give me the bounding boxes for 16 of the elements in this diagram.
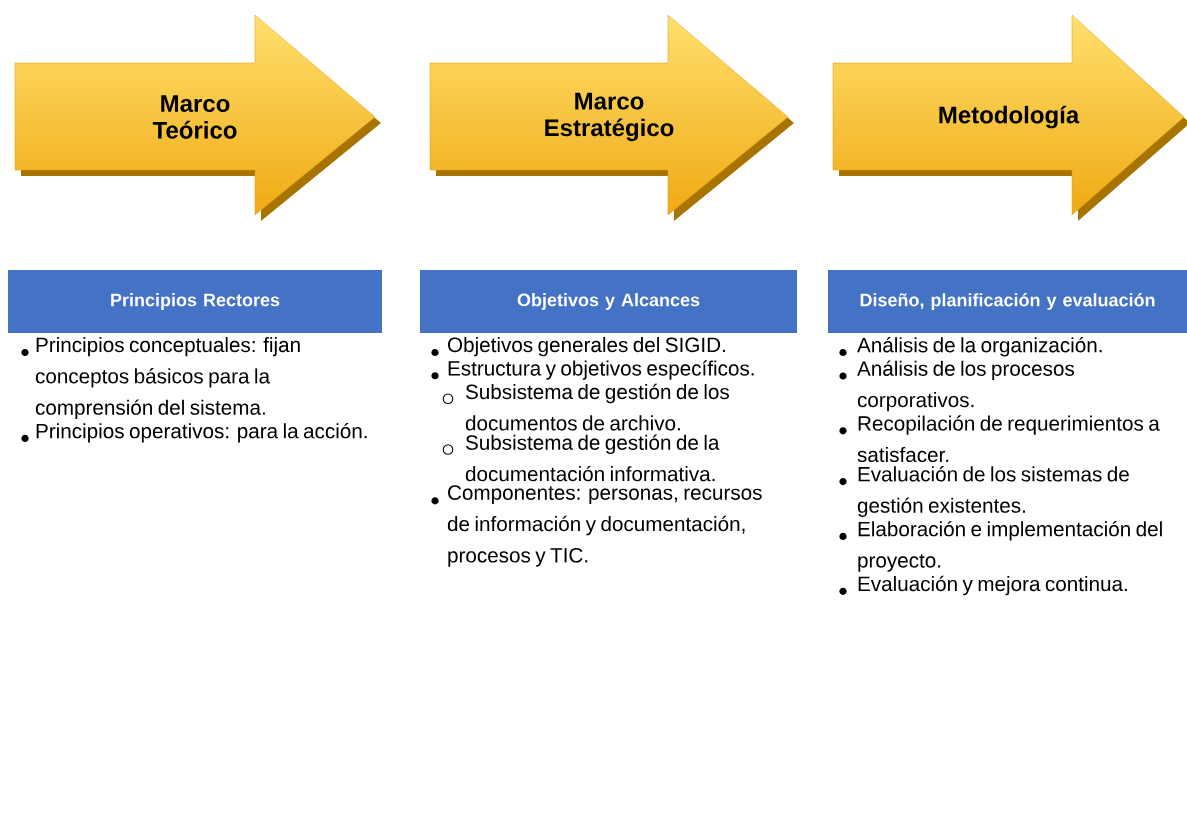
bullet-item: Principios conceptuales: fijan conceptos básicos para la comprensión del sistema. [21, 337, 300, 419]
bullet-item: Componentes: personas, recursos de información y documentación, procesos y TIC. [431, 485, 762, 567]
bullet-item: Objetivos generales del SIGID. [431, 337, 725, 357]
bullet-item: Análisis de la organización. [839, 337, 1102, 357]
bullet-item: Principios operativos: para la acción. [21, 422, 367, 443]
header-box: Objetivos y Alcances [420, 270, 797, 333]
bullet-item: Subsistema de gestión de los documentos de archivo. [442, 383, 729, 431]
bullet-item: Elaboración e implementación del proyecto. [839, 520, 1162, 572]
bullet-item: Evaluación de los sistemas de gestión existentes. [839, 466, 1129, 517]
bullet-item: Evaluación y mejora continua. [839, 575, 1127, 596]
bullet-item: Subsistema de gestión de la documentación informativa. [442, 434, 720, 482]
header-box: Diseño, planificación y evaluación [828, 270, 1187, 333]
bullet-item: Recopilación de requerimientos a satisfacer. [839, 415, 1160, 463]
bullet-item: Análisis de los procesos corporativos. [839, 360, 1074, 412]
bullet-item: Estructura y objetivos específicos. [431, 360, 754, 380]
header-box: Principios Rectores [8, 270, 382, 333]
